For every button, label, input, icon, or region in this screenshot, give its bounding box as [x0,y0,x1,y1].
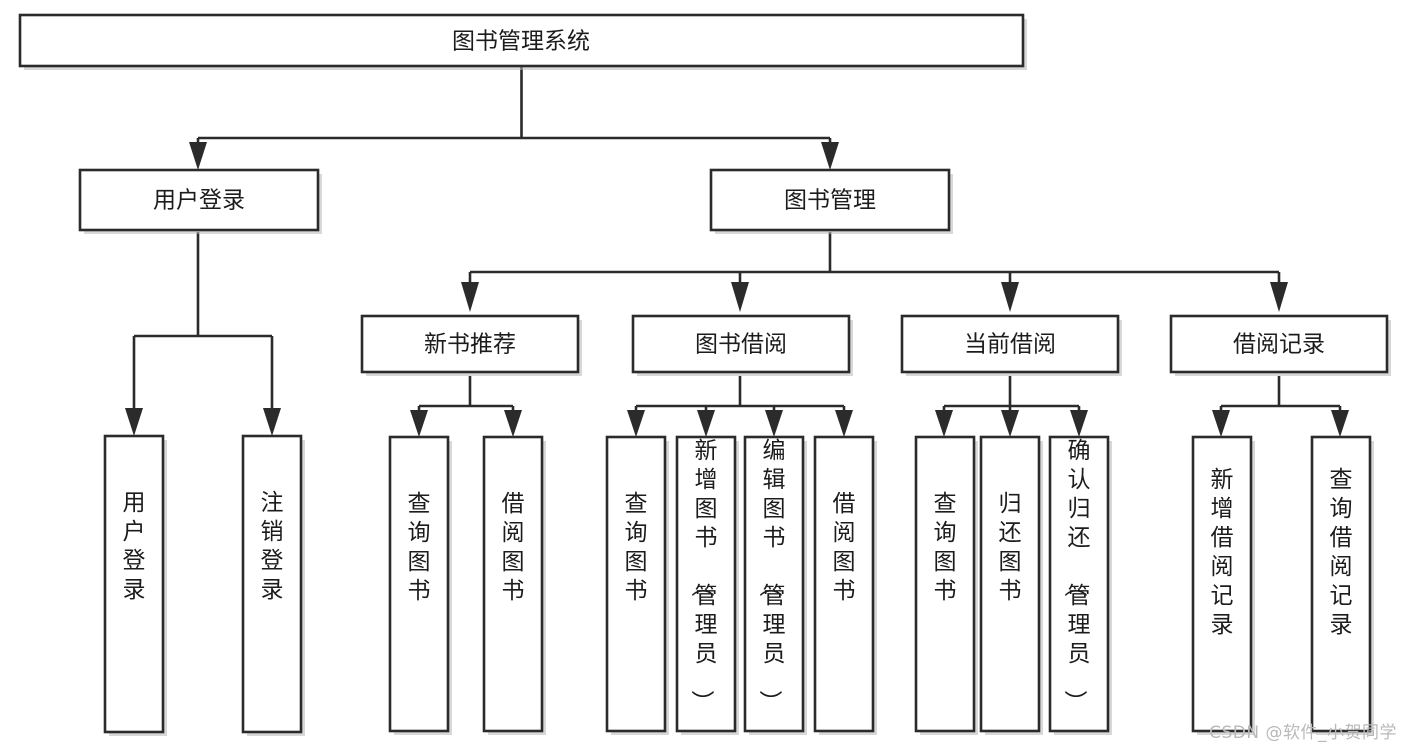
arrow-head-icon [125,408,143,436]
connector-newbook-to-leaves [410,376,522,437]
node-leaf9[interactable]: 查询图书 [914,435,978,735]
arrow-head-icon [504,410,522,437]
node-leaf13[interactable]: 查询借阅记录 [1310,435,1374,735]
node-label-leaf2: 注销登录 [261,490,284,603]
node-label-login: 用户登录 [153,188,245,214]
arrow-head-icon [935,410,953,437]
node-bookmgmt[interactable]: 图书管理 [709,168,953,234]
connector-bookmgmt-to-level3 [461,232,1288,312]
node-leaf1[interactable]: 用户登录 [103,434,167,736]
arrow-head-icon [1001,410,1019,437]
arrow-head-icon [1070,410,1088,437]
node-leaf6[interactable]: 新增图书（管理员） [675,435,739,735]
node-leaf11[interactable]: 确认归还（管理员） [1048,435,1112,735]
node-leaf3[interactable]: 查询图书 [388,435,452,735]
node-leaf8[interactable]: 借阅图书 [813,435,877,735]
node-label-leaf8: 借阅图书 [833,491,856,604]
arrow-head-icon [410,410,428,437]
node-current[interactable]: 当前借阅 [900,314,1122,376]
node-label-leaf6: 新增图书（管理员） [689,438,718,713]
node-label-records: 借阅记录 [1233,332,1325,358]
arrow-head-icon [821,142,839,170]
arrow-head-icon [1270,282,1288,312]
node-label-leaf5: 查询图书 [625,491,648,604]
connector-borrow-to-leaves [627,376,853,437]
node-label-leaf11: 确认归还（管理员） [1062,438,1091,713]
arrow-head-icon [765,410,783,437]
node-label-borrow: 图书借阅 [695,332,787,358]
connector-login-to-leaves [125,232,281,436]
node-label-leaf13: 查询借阅记录 [1330,467,1353,638]
arrow-head-icon [1331,410,1349,437]
arrow-head-icon [627,410,645,437]
node-leaf12[interactable]: 新增借阅记录 [1191,435,1255,735]
node-leaf2[interactable]: 注销登录 [241,434,305,736]
node-label-leaf4: 借阅图书 [502,491,525,604]
node-records[interactable]: 借阅记录 [1169,314,1391,376]
node-leaf4[interactable]: 借阅图书 [482,435,546,735]
node-label-current: 当前借阅 [964,332,1056,358]
arrow-head-icon [461,282,479,312]
arrow-head-icon [263,408,281,436]
arrow-head-icon [835,410,853,437]
node-label-leaf1: 用户登录 [123,490,146,603]
node-leaf10[interactable]: 归还图书 [979,435,1043,735]
node-label-leaf9: 查询图书 [934,491,957,604]
node-label-leaf10: 归还图书 [999,491,1022,604]
connector-records-to-leaves [1212,376,1349,437]
node-leaf7[interactable]: 编辑图书（管理员） [743,435,807,735]
node-label-leaf7: 编辑图书（管理员） [757,438,786,713]
arrow-head-icon [189,142,207,170]
node-borrow[interactable]: 图书借阅 [631,314,853,376]
node-login[interactable]: 用户登录 [78,168,322,234]
node-label-root: 图书管理系统 [452,29,590,55]
node-label-newbook: 新书推荐 [424,332,516,358]
node-leaf5[interactable]: 查询图书 [605,435,669,735]
connector-root-to-level2 [189,66,839,170]
arrow-head-icon [1001,282,1019,312]
connector-current-to-leaves [935,376,1088,437]
node-label-leaf3: 查询图书 [408,491,431,604]
node-root[interactable]: 图书管理系统 [18,13,1027,70]
node-label-leaf12: 新增借阅记录 [1211,467,1234,638]
node-label-bookmgmt: 图书管理 [784,188,876,214]
arrow-head-icon [1212,410,1230,437]
arrow-head-icon [697,410,715,437]
node-newbook[interactable]: 新书推荐 [360,314,582,376]
arrow-head-icon [731,282,749,312]
